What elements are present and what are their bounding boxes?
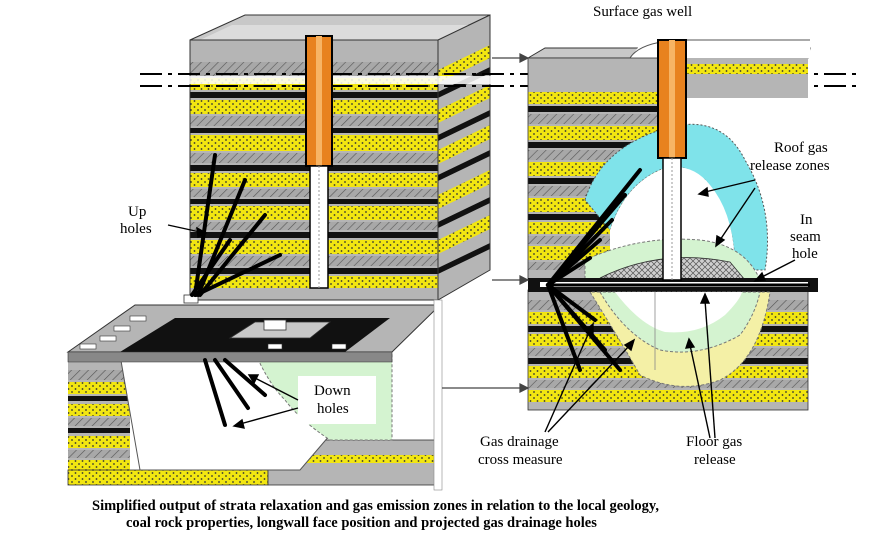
- longwall-face: [66, 294, 442, 363]
- down-holes: [203, 358, 267, 427]
- label-roof-gas-2: release zones: [750, 158, 830, 174]
- caption-line-2: coal rock properties, longwall face posi…: [126, 515, 597, 531]
- side-strata: [438, 15, 490, 300]
- connector-arrows: [442, 53, 530, 393]
- label-gas-drainage-2: cross measure: [478, 452, 563, 468]
- label-surface-gas-well: Surface gas well: [593, 4, 692, 20]
- label-down-holes-1: Down: [314, 383, 351, 399]
- left-gas-well: [305, 35, 333, 289]
- label-down-holes-2: holes: [317, 401, 349, 417]
- label-up-holes-2: holes: [120, 221, 152, 237]
- caption-line-1: Simplified output of strata relaxation a…: [92, 498, 659, 514]
- right-gas-well: [657, 39, 687, 281]
- label-up-holes-1: Up: [128, 204, 146, 220]
- label-in-seam-2: seam: [790, 229, 821, 245]
- label-floor-gas-2: release: [694, 452, 736, 468]
- label-floor-gas-1: Floor gas: [686, 434, 742, 450]
- label-in-seam-1: In: [800, 212, 813, 228]
- label-in-seam-3: hole: [792, 246, 818, 262]
- cross-measure-holes: [546, 168, 642, 372]
- label-gas-drainage-1: Gas drainage: [480, 434, 559, 450]
- up-holes: [190, 153, 282, 297]
- label-roof-gas-1: Roof gas: [774, 140, 828, 156]
- label-pointers: [167, 179, 796, 439]
